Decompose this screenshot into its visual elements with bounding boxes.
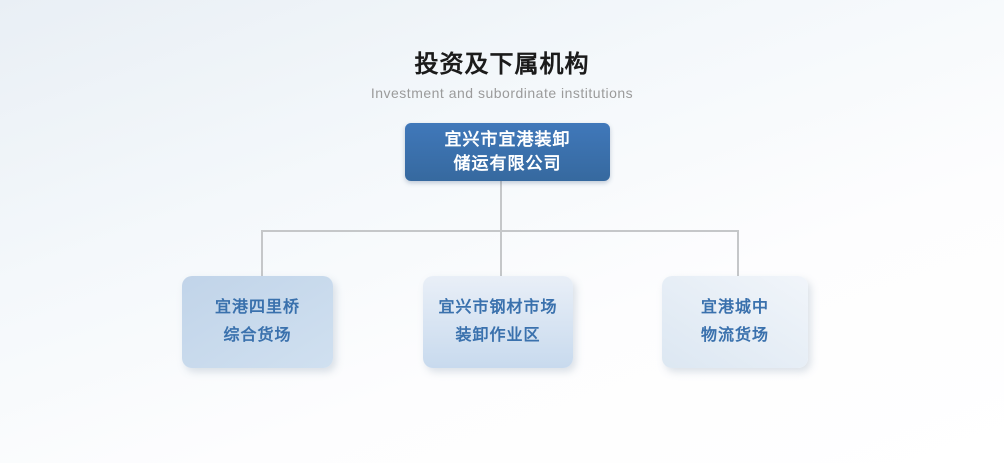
page-subtitle: Investment and subordinate institutions — [370, 85, 634, 101]
org-child-node-1-label-line1: 宜港四里桥 — [214, 299, 300, 316]
connector-line-horizontal — [261, 230, 739, 232]
org-child-node-1: 宜港四里桥 综合货场 — [182, 276, 333, 368]
connector-line-center-vertical — [500, 181, 502, 277]
connector-line-left-vertical — [261, 230, 263, 277]
connector-line-right-vertical — [737, 230, 739, 277]
org-child-node-1-label-line2: 综合货场 — [223, 327, 292, 344]
org-child-node-3-label-line1: 宜港城中 — [700, 299, 769, 316]
org-child-node-2-label-line1: 宜兴市钢材市场 — [438, 299, 558, 316]
org-root-node-label-line1: 宜兴市宜港装卸 — [444, 130, 571, 149]
org-child-node-3: 宜港城中 物流货场 — [662, 276, 808, 368]
chart-header: 投资及下属机构 Investment and subordinate insti… — [0, 44, 1004, 101]
org-root-node-label-line2: 储运有限公司 — [453, 154, 562, 173]
org-child-node-2: 宜兴市钢材市场 装卸作业区 — [423, 276, 573, 368]
page-title: 投资及下属机构 — [414, 51, 590, 78]
org-child-node-3-label-line2: 物流货场 — [700, 327, 769, 344]
org-child-node-2-label-line2: 装卸作业区 — [455, 327, 541, 344]
org-root-node: 宜兴市宜港装卸 储运有限公司 — [405, 123, 610, 181]
